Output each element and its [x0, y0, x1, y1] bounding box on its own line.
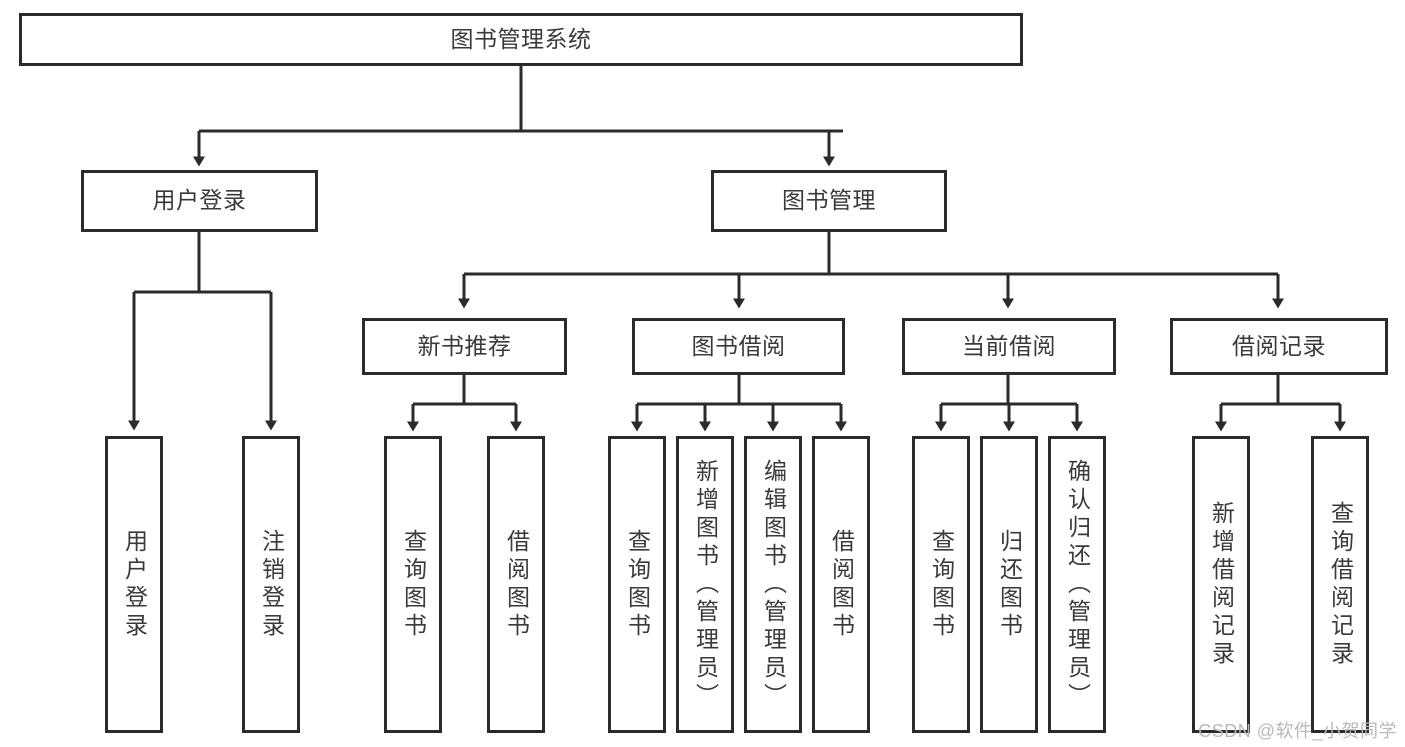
node-leaf-borrow-book-1[interactable]: 借阅图书	[487, 436, 545, 733]
node-leaf-confirm-return-label: 确认归还（管理员）	[1064, 458, 1091, 711]
node-leaf-query-book-1-label: 查询图书	[400, 528, 427, 641]
node-leaf-borrow-book-2-label: 借阅图书	[828, 528, 855, 641]
node-book-manage-label: 图书管理	[782, 187, 876, 214]
node-leaf-confirm-return[interactable]: 确认归还（管理员）	[1048, 436, 1106, 733]
node-leaf-edit-book-label: 编辑图书（管理员）	[760, 458, 787, 711]
node-leaf-return-book-label: 归还图书	[996, 528, 1023, 641]
node-leaf-query-record-label: 查询借阅记录	[1327, 500, 1354, 669]
node-leaf-add-record-label: 新增借阅记录	[1208, 500, 1235, 669]
node-leaf-borrow-book-2[interactable]: 借阅图书	[812, 436, 870, 733]
node-current-borrow[interactable]: 当前借阅	[902, 318, 1116, 375]
node-leaf-query-book-3-label: 查询图书	[928, 528, 955, 641]
node-leaf-user-login[interactable]: 用户登录	[105, 436, 163, 733]
node-current-borrow-label: 当前借阅	[962, 332, 1056, 359]
node-leaf-add-book[interactable]: 新增图书（管理员）	[676, 436, 734, 733]
node-leaf-query-book-2[interactable]: 查询图书	[608, 436, 666, 733]
node-book-manage[interactable]: 图书管理	[711, 170, 947, 232]
node-leaf-user-login-label: 用户登录	[121, 528, 148, 641]
node-user-login-label: 用户登录	[152, 187, 247, 214]
node-book-borrow[interactable]: 图书借阅	[632, 318, 845, 375]
node-root-label: 图书管理系统	[450, 25, 592, 52]
node-leaf-query-book-1[interactable]: 查询图书	[384, 436, 442, 733]
node-leaf-return-book[interactable]: 归还图书	[980, 436, 1038, 733]
node-leaf-edit-book[interactable]: 编辑图书（管理员）	[744, 436, 802, 733]
node-leaf-logout[interactable]: 注销登录	[242, 436, 300, 733]
node-new-book-rec-label: 新书推荐	[417, 332, 512, 359]
node-borrow-record-label: 借阅记录	[1232, 332, 1326, 359]
node-new-book-rec[interactable]: 新书推荐	[362, 318, 567, 375]
node-leaf-query-book-2-label: 查询图书	[624, 528, 651, 641]
node-leaf-add-record[interactable]: 新增借阅记录	[1192, 436, 1250, 733]
node-leaf-query-record[interactable]: 查询借阅记录	[1311, 436, 1369, 733]
node-borrow-record[interactable]: 借阅记录	[1170, 318, 1388, 375]
watermark: CSDN @软件_小贺同学	[1198, 721, 1397, 741]
node-leaf-borrow-book-1-label: 借阅图书	[503, 528, 530, 641]
node-leaf-logout-label: 注销登录	[258, 528, 285, 641]
node-user-login[interactable]: 用户登录	[81, 170, 318, 232]
node-root[interactable]: 图书管理系统	[19, 13, 1023, 66]
node-book-borrow-label: 图书借阅	[691, 332, 786, 359]
node-leaf-add-book-label: 新增图书（管理员）	[692, 458, 719, 711]
node-leaf-query-book-3[interactable]: 查询图书	[912, 436, 970, 733]
